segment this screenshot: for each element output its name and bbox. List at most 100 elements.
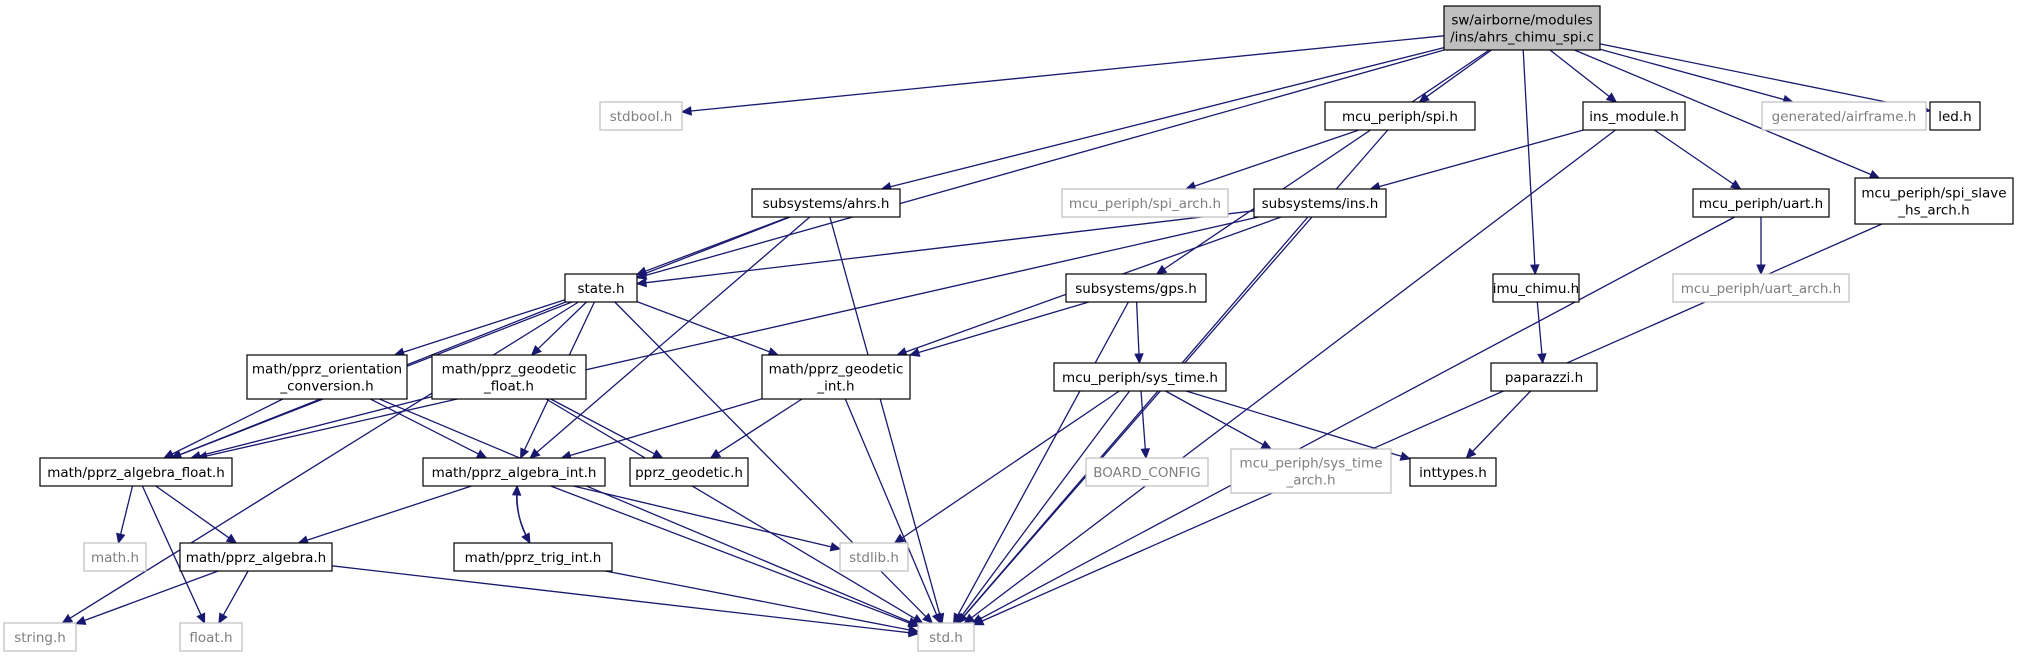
node-sys_time_arch-label-1: _arch.h: [1285, 473, 1335, 489]
edge-alg_int-to-alg: [306, 485, 472, 541]
node-alg[interactable]: math/pprz_algebra.h: [179, 542, 333, 572]
node-trig_int[interactable]: math/pprz_trig_int.h: [453, 542, 613, 572]
node-string-label-0: string.h: [14, 630, 66, 646]
node-spi_slave[interactable]: mcu_periph/spi_slave_hs_arch.h: [1854, 177, 2014, 225]
edge-geod_int-to-alg_int: [569, 398, 763, 457]
node-geod_int[interactable]: math/pprz_geodetic_int.h: [761, 354, 911, 400]
node-std-box: [917, 622, 975, 652]
edge-ins_module-to-ins: [1379, 129, 1584, 188]
node-uart_arch-label-0: mcu_periph/uart_arch.h: [1681, 281, 1842, 297]
edge-ins_module-to-uart: [1654, 129, 1734, 185]
arrowhead-orient-to-alg_float: [162, 449, 175, 459]
edge-state-to-string: [69, 301, 579, 619]
node-ins-label-0: subsystems/ins.h: [1262, 196, 1379, 212]
node-math-box: [83, 542, 147, 572]
node-alg_float-label-0: math/pprz_algebra_float.h: [47, 465, 225, 481]
node-paparazzi-label-0: paparazzi.h: [1505, 370, 1583, 386]
edge-ahrs-to-state: [645, 216, 790, 272]
arrowhead-state-to-alg_int: [520, 447, 530, 460]
node-state-box: [564, 273, 638, 303]
arrowhead-alg_int-to-std: [907, 618, 920, 628]
edge-sys_time-to-sys_time_arch: [1165, 390, 1264, 446]
node-led[interactable]: led.h: [1929, 101, 1981, 131]
node-geod_float-label-0: math/pprz_geodetic: [442, 362, 577, 378]
edge-state-to-geod_float: [537, 301, 587, 350]
node-stdbool-label-0: stdbool.h: [610, 109, 673, 125]
node-stdbool[interactable]: stdbool.h: [599, 101, 683, 131]
edge-geod_float-to-pprz_geodetic: [550, 398, 655, 455]
node-alg_int[interactable]: math/pprz_algebra_int.h: [422, 457, 606, 487]
edge-gps-to-geod_int: [918, 301, 1089, 354]
node-uart[interactable]: mcu_periph/uart.h: [1692, 188, 1830, 218]
node-sys_time_arch-box: [1230, 448, 1392, 494]
node-board_config-box: [1085, 457, 1209, 487]
edge-ins-to-std: [963, 216, 1309, 617]
node-float-label-0: float.h: [189, 630, 232, 646]
node-stdlib[interactable]: stdlib.h: [839, 542, 909, 572]
node-root-label-1: /ins/ahrs_chimu_spi.c: [1450, 30, 1594, 46]
edge-spi-to-spi_arch: [1194, 129, 1360, 187]
arrowhead-trig_int-to-alg_int: [511, 484, 522, 496]
node-geod_float[interactable]: math/pprz_geodetic_float.h: [431, 354, 587, 400]
arrowhead-orient-to-alg_int: [475, 449, 488, 459]
node-trig_int-label-0: math/pprz_trig_int.h: [465, 550, 602, 566]
node-orient[interactable]: math/pprz_orientation_conversion.h: [246, 354, 408, 400]
arrowhead-ahrs-to-alg_int: [529, 448, 541, 459]
node-gps[interactable]: subsystems/gps.h: [1065, 273, 1207, 303]
node-airframe[interactable]: generated/airframe.h: [1761, 101, 1927, 131]
node-state[interactable]: state.h: [564, 273, 638, 303]
arrowhead-imu_chimu-to-paparazzi: [1537, 353, 1547, 365]
arrowhead-state-to-geod_float: [530, 345, 542, 356]
node-spi-box: [1324, 101, 1476, 131]
edge-ins_module-to-std: [971, 129, 1616, 619]
node-pprz_geodetic-box: [629, 457, 749, 487]
arrowhead-root-to-imu_chimu: [1530, 264, 1540, 276]
arrowhead-alg-to-std: [908, 627, 920, 638]
node-ins_module[interactable]: ins_module.h: [1582, 101, 1686, 131]
node-orient-label-1: _conversion.h: [279, 379, 373, 395]
edge-root-to-gps: [1163, 49, 1490, 270]
edge-alg-to-string: [84, 570, 219, 622]
edge-alg_float-to-alg: [155, 485, 230, 539]
edge-ahrs-to-alg_int: [536, 216, 811, 453]
arrowhead-ins-to-state: [635, 277, 647, 288]
node-spi_arch[interactable]: mcu_periph/spi_arch.h: [1061, 188, 1229, 218]
node-stdlib-label-0: stdlib.h: [849, 550, 899, 566]
arrowhead-paparazzi-to-inttypes: [1465, 447, 1477, 459]
node-spi_slave-label-1: _hs_arch.h: [1897, 203, 1969, 219]
node-ahrs[interactable]: subsystems/ahrs.h: [751, 188, 901, 218]
node-spi[interactable]: mcu_periph/spi.h: [1324, 101, 1476, 131]
node-ins[interactable]: subsystems/ins.h: [1253, 188, 1387, 218]
edge-geod_int-to-pprz_geodetic: [717, 398, 803, 454]
edge-state-to-std: [614, 301, 927, 618]
node-float[interactable]: float.h: [179, 622, 243, 652]
node-math[interactable]: math.h: [83, 542, 147, 572]
node-sys_time_arch[interactable]: mcu_periph/sys_time_arch.h: [1230, 448, 1392, 494]
node-alg_int-box: [422, 457, 606, 487]
edge-state-to-geod_int: [636, 300, 770, 353]
edge-gps-to-sys_time: [1135, 301, 1140, 355]
node-root[interactable]: sw/airborne/modules/ins/ahrs_chimu_spi.c: [1443, 5, 1601, 51]
node-alg_float[interactable]: math/pprz_algebra_float.h: [39, 457, 233, 487]
node-board_config[interactable]: BOARD_CONFIG: [1085, 457, 1209, 487]
arrowhead-gps-to-sys_time: [1134, 353, 1144, 365]
node-std[interactable]: std.h: [917, 622, 975, 652]
arrowhead-root-to-stdbool: [680, 106, 692, 116]
node-paparazzi[interactable]: paparazzi.h: [1490, 362, 1598, 392]
node-string[interactable]: string.h: [3, 622, 77, 652]
node-sys_time-box: [1053, 362, 1227, 392]
edge-alg-to-std: [331, 565, 910, 634]
node-pprz_geodetic[interactable]: pprz_geodetic.h: [629, 457, 749, 487]
node-spi_slave-label-0: mcu_periph/spi_slave: [1861, 186, 2006, 202]
node-sys_time[interactable]: mcu_periph/sys_time.h: [1053, 362, 1227, 392]
node-imu_chimu[interactable]: imu_chimu.h: [1492, 273, 1580, 303]
node-uart_arch[interactable]: mcu_periph/uart_arch.h: [1672, 273, 1850, 303]
node-inttypes[interactable]: inttypes.h: [1409, 457, 1497, 487]
arrowhead-sys_time-to-inttypes: [1399, 451, 1412, 461]
node-string-box: [3, 622, 77, 652]
node-inttypes-label-0: inttypes.h: [1419, 465, 1487, 481]
edge-trig_int-to-alg_int: [516, 494, 531, 544]
arrowhead-uart-to-uart_arch: [1756, 264, 1766, 276]
edge-geod_float-to-std: [545, 398, 916, 619]
node-ins-box: [1253, 188, 1387, 218]
